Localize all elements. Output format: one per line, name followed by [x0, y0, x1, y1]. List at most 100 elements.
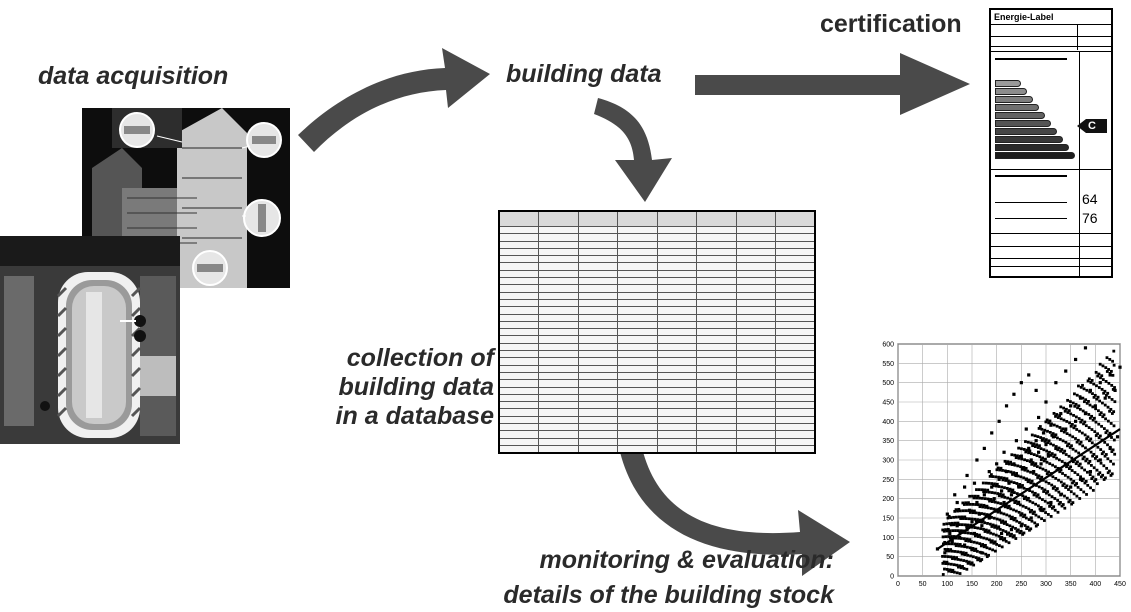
scatter-point — [989, 498, 993, 501]
scatter-point — [1056, 499, 1060, 502]
scatter-point — [1113, 386, 1116, 389]
scatter-point — [950, 521, 954, 525]
scatter-point — [957, 565, 960, 569]
energy-class-bar — [995, 104, 1039, 111]
scatter-point — [1029, 470, 1032, 474]
scatter-point — [1027, 478, 1031, 482]
db-table-cell — [775, 291, 814, 300]
scatter-point — [966, 561, 970, 565]
db-table-cell — [735, 262, 776, 271]
db-table-cell — [735, 357, 776, 366]
scatter-point — [1090, 477, 1094, 481]
scatter-point — [960, 552, 964, 556]
db-table-cell — [538, 328, 579, 337]
scatter-point — [1108, 358, 1112, 361]
scatter-point — [977, 511, 981, 515]
scatter-point — [978, 505, 982, 509]
scatter-point — [1018, 503, 1022, 507]
scatter-point — [1013, 516, 1017, 520]
scatter-point — [1101, 378, 1105, 381]
scatter-point — [1056, 416, 1060, 419]
db-header-cell — [775, 212, 814, 227]
db-table-cell — [775, 240, 814, 249]
scatter-point — [958, 523, 961, 527]
scatter-point — [1096, 395, 1100, 399]
scatter-point — [941, 528, 945, 532]
scatter-point — [1042, 459, 1046, 463]
db-table-cell — [500, 306, 539, 315]
db-table-row — [500, 255, 814, 264]
db-table-cell — [775, 430, 814, 439]
scatter-point — [1051, 486, 1055, 490]
db-table-cell — [775, 298, 814, 308]
scatter-point — [943, 551, 947, 555]
db-table-cell — [500, 444, 539, 453]
scatter-point — [1013, 491, 1016, 494]
scatter-point — [988, 499, 991, 503]
scatter-point — [962, 559, 966, 562]
scatter-point — [1036, 493, 1040, 497]
db-table-cell — [735, 379, 776, 388]
scatter-point — [960, 544, 964, 548]
scatter-point — [1099, 411, 1103, 415]
energy-class-bar — [995, 112, 1045, 119]
db-table-cell — [500, 233, 539, 242]
trend-line — [936, 428, 1121, 550]
scatter-point — [1035, 494, 1039, 498]
scatter-point — [1099, 376, 1102, 380]
db-table-cell — [656, 320, 697, 330]
scatter-point — [987, 515, 991, 519]
label-monitoring-line-2: details of the building stock — [503, 580, 834, 609]
scatter-point — [997, 485, 1001, 488]
scatter-point — [944, 528, 947, 532]
scatter-point — [1011, 473, 1014, 476]
db-table-cell — [617, 262, 658, 271]
scatter-point — [962, 517, 965, 520]
db-table-cell — [735, 255, 776, 264]
scatter-point — [1085, 493, 1088, 496]
scatter-point — [1071, 435, 1075, 439]
scatter-point — [1067, 488, 1070, 491]
scatter-point — [944, 562, 948, 565]
scatter-point — [1093, 416, 1096, 420]
db-table-cell — [538, 262, 579, 271]
scatter-point — [1102, 427, 1106, 430]
scatter-point — [965, 537, 969, 541]
scatter-point — [1103, 403, 1107, 407]
scatter-point — [1009, 528, 1014, 532]
scatter-point — [1028, 510, 1032, 514]
scatter-point — [998, 509, 1001, 512]
db-table-row — [500, 313, 814, 322]
scatter-point — [1079, 420, 1083, 424]
scatter-point — [1011, 525, 1015, 529]
arrow-building-data-to-database — [594, 98, 672, 202]
scatter-point — [986, 488, 990, 492]
scatter-point — [1024, 427, 1028, 431]
db-header-cell — [696, 212, 737, 227]
scatter-point — [1062, 482, 1066, 486]
scatter-point — [957, 544, 961, 548]
scatter-point — [1031, 461, 1035, 464]
scatter-point — [1018, 483, 1022, 486]
scatter-point — [1014, 456, 1018, 460]
scatter-point — [976, 558, 980, 562]
db-table-row — [500, 291, 814, 300]
scatter-point — [1003, 486, 1006, 490]
scatter-point — [1112, 462, 1115, 466]
scatter-point — [1089, 486, 1092, 490]
scatter-point — [999, 476, 1003, 480]
db-table-body — [500, 225, 814, 453]
scatter-point — [981, 505, 985, 509]
db-table-row — [500, 225, 814, 235]
scatter-point — [997, 544, 1001, 548]
scatter-point — [1110, 436, 1113, 439]
scatter-point — [1101, 401, 1104, 405]
scatter-point — [1035, 443, 1039, 447]
x-tick-label: 0 — [896, 581, 900, 588]
scatter-point — [1049, 515, 1053, 518]
scatter-point — [996, 492, 1000, 495]
scatter-point — [1109, 369, 1113, 373]
db-table-cell — [696, 386, 737, 395]
scatter-point — [1068, 498, 1072, 502]
y-tick-label: 50 — [886, 554, 894, 561]
